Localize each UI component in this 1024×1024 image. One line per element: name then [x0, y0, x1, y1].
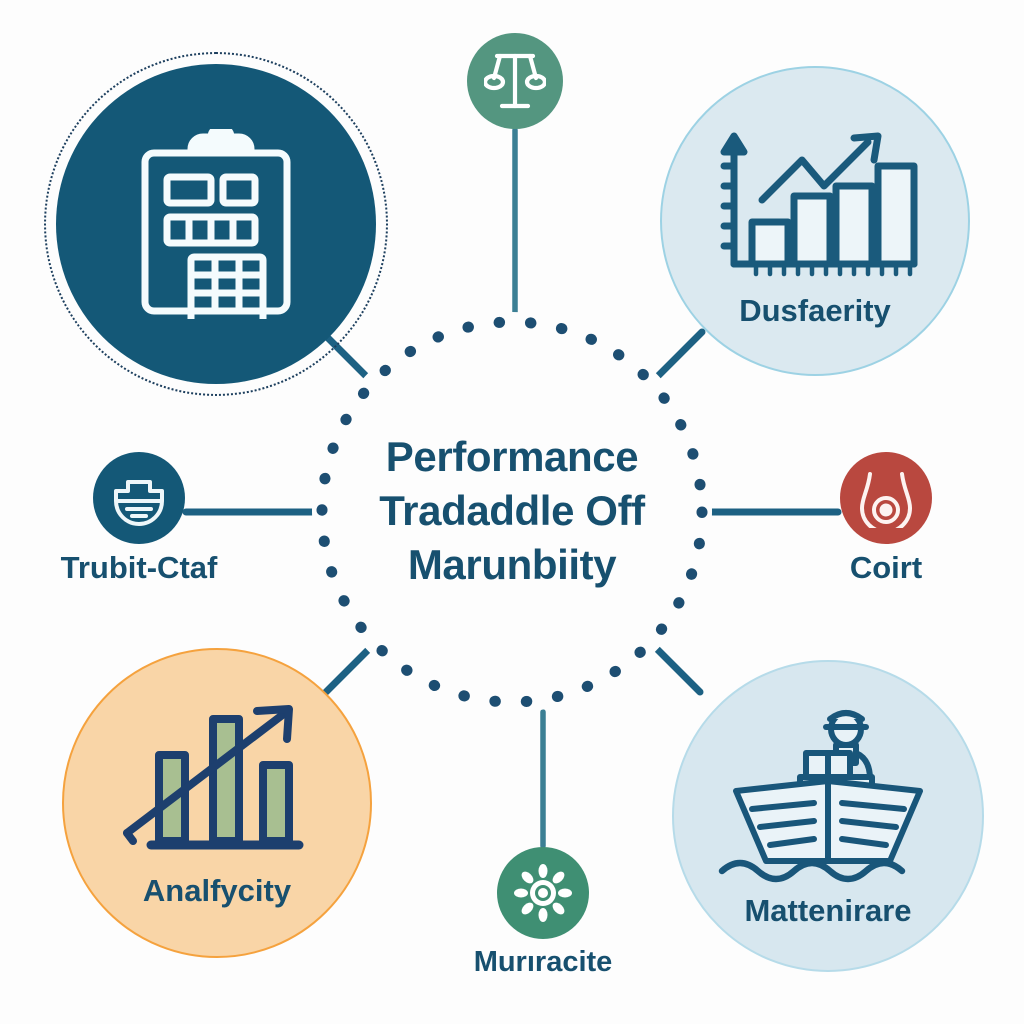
water-drop-icon — [860, 468, 912, 528]
node-shield-label: Trubit-Ctaf — [60, 550, 218, 585]
node-cost-label: Coirt — [849, 550, 923, 585]
node-growth[interactable]: Dusfaerity — [660, 66, 970, 376]
node-gear-label: Murıracite — [473, 946, 613, 978]
node-cost[interactable] — [840, 452, 932, 544]
node-analytics-label: Analfycity — [142, 873, 292, 908]
center-hub-dotted-ring — [316, 316, 708, 708]
node-clipboard[interactable] — [56, 64, 376, 384]
node-analytics[interactable]: Analfycity — [62, 648, 372, 958]
gear-icon — [513, 863, 573, 923]
node-gear[interactable] — [497, 847, 589, 939]
center-title-line-1: Performance — [385, 433, 639, 480]
node-clipboard-dotted-ring — [44, 52, 388, 396]
bar-chart-growth-icon — [708, 114, 923, 279]
ship-sailor-icon — [718, 703, 938, 883]
center-hub-title: Performance Tradaddle Off Marunbiity — [332, 430, 692, 591]
node-ship[interactable]: Mattenirare — [672, 660, 984, 972]
node-shield[interactable] — [93, 452, 185, 544]
node-growth-label: Dusfaerity — [739, 292, 891, 328]
center-title-line-3: Marunbiity — [407, 540, 617, 588]
node-ship-label: Mattenirare — [744, 893, 912, 928]
center-title-line-2: Tradaddle Off — [379, 486, 645, 534]
clipboard-calculator-icon — [131, 129, 301, 319]
shield-badge-icon — [110, 469, 168, 527]
node-scale[interactable] — [467, 33, 563, 129]
balance-scale-icon — [484, 48, 546, 114]
bar-chart-arrow-icon — [117, 697, 317, 857]
